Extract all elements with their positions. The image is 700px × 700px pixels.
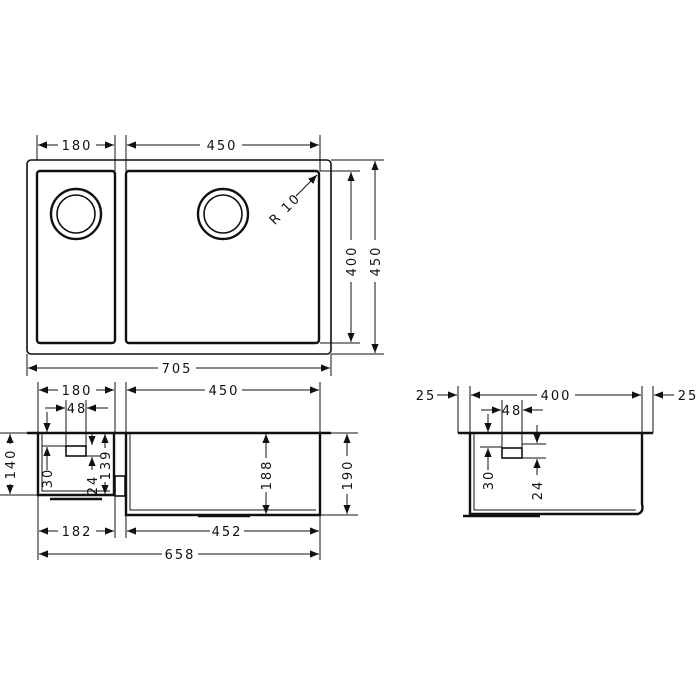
dim-large-bowl-top-width: 450 xyxy=(209,384,240,399)
large-bowl-section xyxy=(124,433,322,517)
dim-large-bowl-width: 450 xyxy=(207,139,238,154)
dim-side-overflow-top-offset: 30 xyxy=(482,470,497,491)
dim-large-bowl-inner-depth: 188 xyxy=(260,460,275,491)
front-section: 180 450 48 30 24 139 140 188 xyxy=(0,382,358,563)
dim-overflow-height: 24 xyxy=(86,475,101,496)
large-bowl xyxy=(124,169,321,345)
dim-side-overflow-width: 48 xyxy=(502,404,523,419)
small-drain-icon xyxy=(49,187,103,241)
dim-right-flange: 25 xyxy=(678,389,699,404)
small-bowl xyxy=(35,169,117,345)
sink-outline xyxy=(26,159,332,355)
dim-overflow-width: 48 xyxy=(67,402,88,417)
dim-small-bowl-top-width: 180 xyxy=(62,384,93,399)
top-view: 180 450 R 10 400 450 705 xyxy=(26,135,384,377)
dim-large-bowl-depth: 190 xyxy=(341,460,356,491)
dim-bowl-width: 400 xyxy=(541,389,572,404)
dim-overall-width: 705 xyxy=(162,362,193,377)
dim-side-overflow-height: 24 xyxy=(531,480,546,501)
dim-large-bowl-bottom-width: 452 xyxy=(212,525,243,540)
dim-left-flange: 25 xyxy=(416,389,437,404)
large-drain-icon xyxy=(196,187,250,241)
bowl-section xyxy=(468,433,644,516)
dim-overflow-top-offset: 30 xyxy=(41,468,56,489)
dim-small-bowl-width: 180 xyxy=(62,139,93,154)
dim-small-bowl-depth: 140 xyxy=(4,449,19,480)
dim-small-bowl-inner-depth: 139 xyxy=(99,450,114,481)
side-section: 25 400 25 48 30 24 xyxy=(416,386,699,518)
dim-corner-radius: R 10 xyxy=(267,191,304,228)
dim-small-bowl-bottom-width: 182 xyxy=(62,525,93,540)
small-bowl-section xyxy=(36,433,116,497)
dim-outer-height: 450 xyxy=(369,246,384,277)
dim-inner-height: 400 xyxy=(345,246,360,277)
dim-overall-bottom-width: 658 xyxy=(165,548,196,563)
